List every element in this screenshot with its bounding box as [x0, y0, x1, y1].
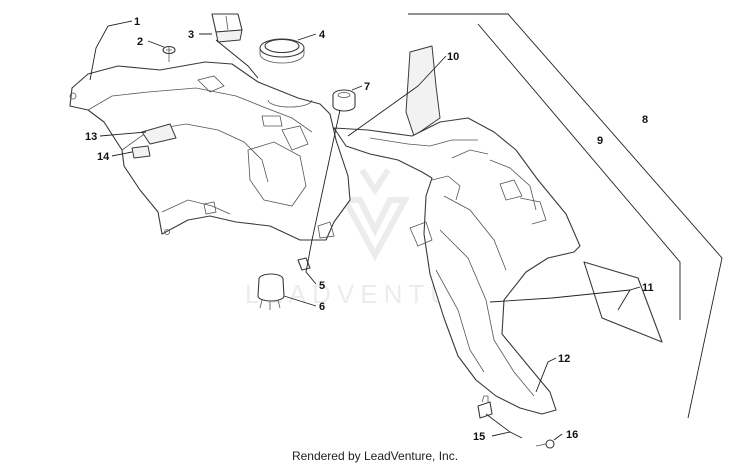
part-screw	[162, 45, 176, 62]
leader-11	[489, 286, 641, 311]
leader-4	[297, 33, 317, 41]
leader-6	[283, 295, 317, 307]
callout-6: 6	[319, 301, 325, 313]
callout-10: 10	[447, 51, 459, 63]
callout-9: 9	[597, 135, 603, 147]
callout-3: 3	[188, 29, 194, 41]
part-fastener	[535, 439, 555, 449]
leader-14	[111, 151, 133, 157]
callout-5: 5	[319, 280, 325, 292]
leader-2	[147, 40, 165, 48]
part-ignition	[257, 273, 285, 310]
leader-13	[99, 131, 147, 137]
footer-credit: Rendered by LeadVenture, Inc.	[291, 449, 459, 463]
part-rocker-switch	[211, 13, 243, 43]
bracket-9	[477, 23, 681, 320]
bracket-8	[408, 13, 723, 419]
callout-4: 4	[319, 29, 326, 41]
leader-12	[535, 357, 557, 393]
callout-14: 14	[97, 151, 110, 163]
leader-lines	[89, 20, 641, 441]
leader-3	[199, 33, 259, 79]
callout-labels: 1 2 3 4 5 6 7 8 9 10 11 12 13 14 15 16	[85, 16, 654, 443]
part-bushing	[332, 89, 356, 112]
callout-1: 1	[134, 16, 140, 28]
watermark-logo-icon	[339, 168, 411, 262]
callout-7: 7	[364, 81, 370, 93]
assembly-brackets	[408, 13, 723, 419]
leader-15	[485, 413, 523, 439]
part-flap	[405, 45, 441, 137]
callout-15: 15	[473, 431, 485, 443]
part-ring	[259, 38, 305, 64]
part-dash-panel	[69, 61, 351, 241]
part-push-clip	[477, 395, 493, 419]
callout-16: 16	[566, 429, 578, 441]
leader-7	[351, 85, 363, 91]
callout-12: 12	[558, 353, 570, 365]
callout-2: 2	[137, 36, 143, 48]
callout-13: 13	[85, 131, 97, 143]
part-side-panel	[333, 117, 581, 415]
leader-5	[305, 109, 341, 285]
callout-11: 11	[642, 282, 654, 294]
leader-1	[89, 20, 133, 81]
leader-16	[553, 433, 563, 441]
callout-8: 8	[642, 114, 648, 126]
leader-10	[347, 55, 447, 137]
